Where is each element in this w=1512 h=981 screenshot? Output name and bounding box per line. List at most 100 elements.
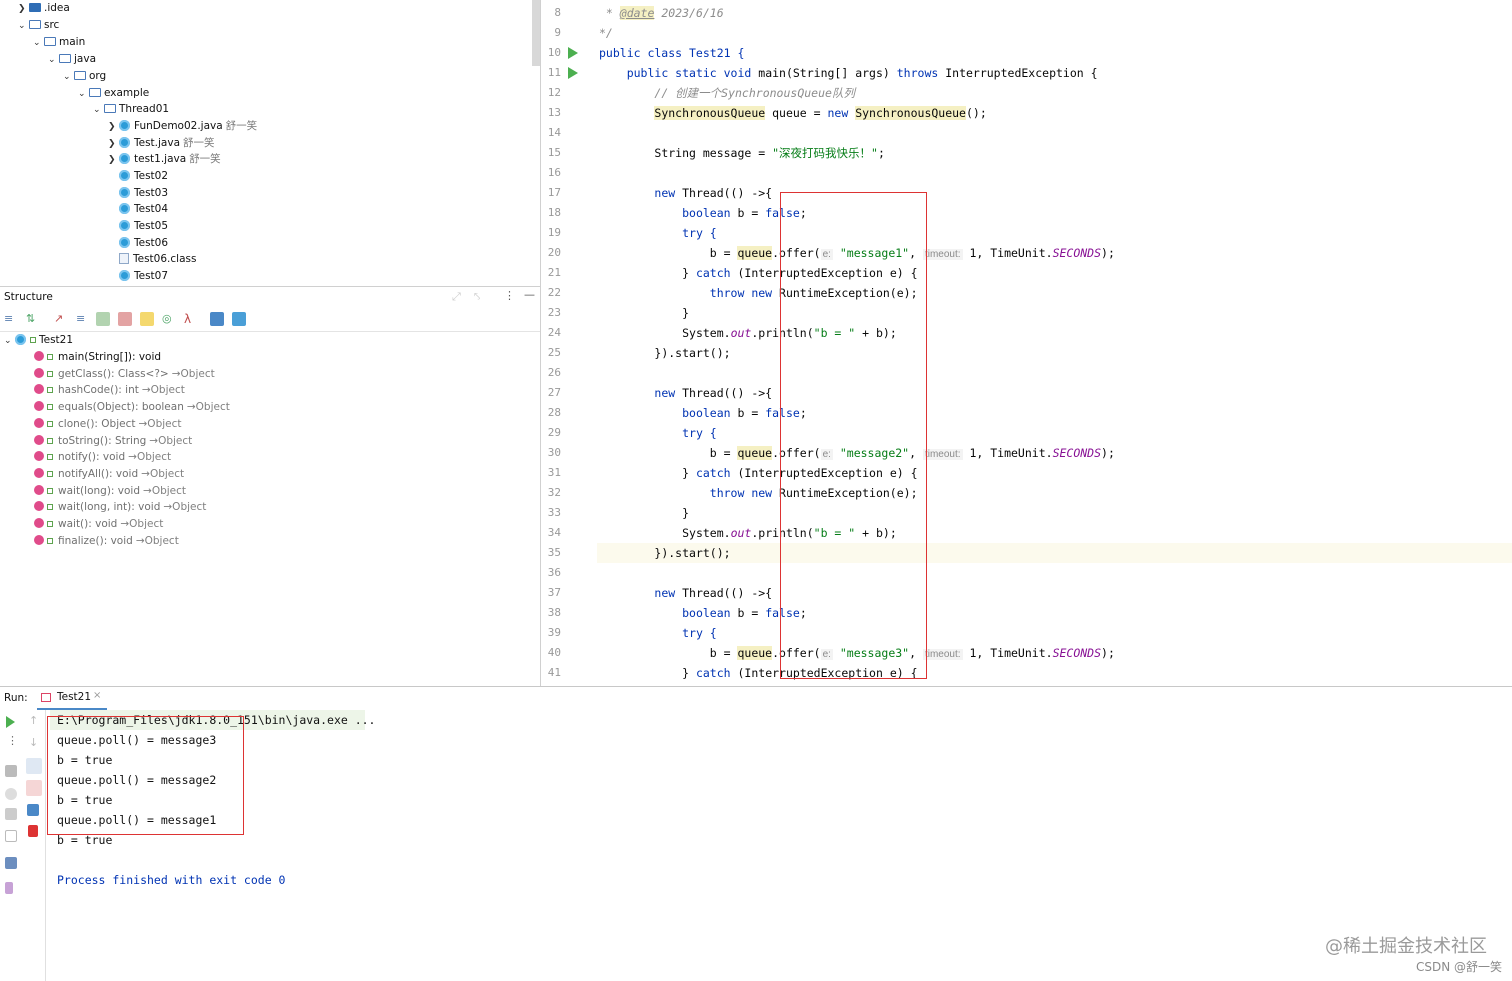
structure-member[interactable]: equals(Object): boolean→Object [34,399,230,416]
console-output[interactable]: E:\Program_Files\jdk1.8.0_151\bin\java.e… [47,710,1512,981]
tree-item-java[interactable]: ⌄java [48,51,96,68]
line-number: 26 [547,366,561,379]
chevron-right-icon[interactable]: ❯ [108,155,116,165]
tree-item-example[interactable]: ⌄example [78,85,149,102]
folder-icon [44,37,56,46]
code-line-15: String message = "深夜打码我快乐！"; [654,146,885,160]
chevron-right-icon[interactable]: ❯ [18,4,26,14]
structure-member[interactable]: wait(long, int): void→Object [34,499,206,516]
tree-item-src[interactable]: ⌄src [18,17,59,34]
autoscroll-to-source-icon[interactable] [210,312,224,326]
more-options-icon[interactable]: ⋮ [504,289,515,302]
sort-visibility-icon[interactable]: ⇅ [26,312,36,325]
up-arrow-icon[interactable]: ↑ [29,714,39,727]
code-sysout: System.out.println("b = " + b); [682,526,897,540]
minimize-icon[interactable]: — [524,288,535,301]
more-icon[interactable]: ⋮ [7,734,18,747]
structure-member[interactable]: main(String[]): void [34,349,164,366]
console-line: b = true [57,793,113,807]
code-try: try { [682,226,717,240]
pin-tab-icon[interactable] [5,882,13,894]
line-number: 23 [547,306,561,319]
java-class-icon [119,203,130,214]
run-main-icon[interactable] [568,67,578,79]
chevron-down-icon[interactable]: ⌄ [4,336,12,346]
tree-item-test02[interactable]: Test02 [119,168,168,185]
layout-icon[interactable] [5,857,17,869]
scrollbar[interactable] [532,0,540,66]
tree-item-main[interactable]: ⌄main [33,34,85,51]
tree-item-test04[interactable]: Test04 [119,201,168,218]
folder-icon [29,20,41,29]
autoscroll-icon[interactable]: ◎ [162,312,172,325]
console-line: queue.poll() = message3 [57,733,217,747]
show-properties-icon[interactable] [96,312,110,326]
tree-item-test05[interactable]: Test05 [119,218,168,235]
chevron-down-icon[interactable]: ⌄ [18,21,26,31]
structure-member[interactable]: finalize(): void→Object [34,533,179,550]
show-nonpublic-icon[interactable] [118,312,132,326]
trash-icon[interactable] [28,825,38,837]
code-sysout: System.out.println("b = " + b); [682,326,897,340]
structure-member[interactable]: clone(): Object→Object [34,416,182,433]
print-icon[interactable] [27,804,39,816]
line-number: 27 [547,386,561,399]
structure-member[interactable]: notify(): void→Object [34,449,171,466]
chevron-down-icon[interactable]: ⌄ [93,105,101,115]
method-icon [34,467,44,478]
pin-icon[interactable] [5,788,17,800]
structure-member[interactable]: toString(): String→Object [34,433,192,450]
autoscroll-from-source-icon[interactable] [232,312,246,326]
structure-toolbar: ≡ ⇅ ↗ ≡ ◎ λ [0,308,540,332]
collapse-icon[interactable]: ⤣ [474,290,481,303]
code-close-brace: } [682,306,690,320]
chevron-down-icon[interactable]: ⌄ [63,72,71,82]
rerun-icon[interactable] [6,716,15,728]
stop-icon[interactable] [5,765,17,777]
down-arrow-icon[interactable]: ↓ [29,736,39,749]
chevron-down-icon[interactable]: ⌄ [78,89,86,99]
structure-member[interactable]: hashCode(): int→Object [34,382,185,399]
structure-member[interactable]: wait(): void→Object [34,516,163,533]
line-number: 25 [547,346,561,359]
code-editor[interactable]: * @date 2023/6/16 */ public class Test21… [597,0,1512,686]
tree-item-idea[interactable]: ❯.idea [18,0,70,17]
chevron-right-icon[interactable]: ❯ [108,139,116,149]
run-class-icon[interactable] [568,47,578,59]
soft-wrap-icon[interactable] [26,758,42,774]
tree-item-thread01[interactable]: ⌄Thread01 [93,101,169,118]
structure-member[interactable]: getClass(): Class<?>→Object [34,366,215,383]
structure-member[interactable]: notifyAll(): void→Object [34,466,184,483]
structure-member[interactable]: wait(long): void→Object [34,483,186,500]
tree-item-test03[interactable]: Test03 [119,185,168,202]
scroll-to-end-icon[interactable] [26,780,42,796]
structure-root[interactable]: ⌄Test21 [4,332,73,349]
tree-item-test06-class[interactable]: Test06.class [119,251,196,268]
show-inherited-icon[interactable]: ↗ [54,312,64,325]
chevron-down-icon[interactable]: ⌄ [33,38,41,48]
show-lambdas-icon[interactable] [140,312,154,326]
line-number: 18 [547,206,561,219]
show-fields-icon[interactable]: ≡ [76,312,86,325]
camera-icon[interactable] [5,808,17,820]
method-icon [34,384,44,395]
panel-divider[interactable] [540,0,541,686]
run-tab-test21[interactable]: Test21 × [37,686,107,710]
tree-item-org[interactable]: ⌄org [63,68,106,85]
sort-alpha-icon[interactable]: ≡ [4,312,14,325]
chevron-right-icon[interactable]: ❯ [108,122,116,132]
java-class-icon [119,220,130,231]
exit-icon[interactable] [5,830,17,842]
lambda-icon[interactable]: λ [184,312,192,326]
code-thread-new: new Thread(() ->{ [654,386,773,400]
expand-icon[interactable]: ⤢ [452,290,461,303]
close-icon[interactable]: × [93,690,102,701]
tree-item-test07[interactable]: Test07 [119,268,168,285]
tree-item-test06[interactable]: Test06 [119,235,168,252]
chevron-down-icon[interactable]: ⌄ [48,55,56,65]
folder-icon [74,71,86,80]
code-boolean: boolean b = false; [682,606,807,620]
